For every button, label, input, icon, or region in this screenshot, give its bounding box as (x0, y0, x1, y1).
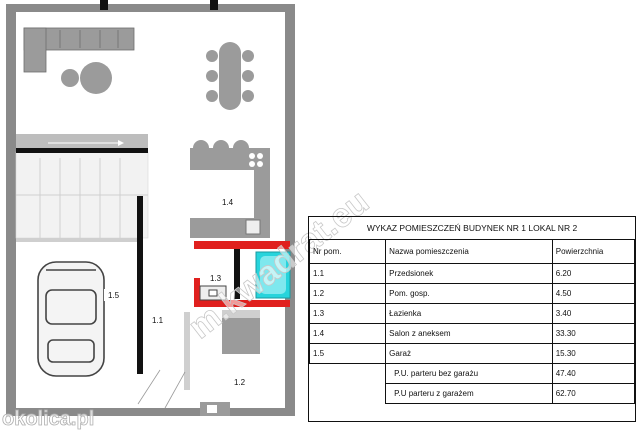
cell-name: Łazienka (385, 302, 553, 324)
summary-area: 47.40 (551, 362, 636, 384)
table-row: 1.1 Przedsionek 6.20 (308, 262, 636, 284)
summary-area: 62.70 (551, 382, 636, 404)
floor-plan: 1.4 1.3 1.5 1.1 1.2 (6, 0, 295, 416)
cell-area: 33.30 (551, 322, 636, 344)
room-label-1-1: 1.1 (152, 316, 164, 325)
dark-wall (234, 249, 240, 299)
window-mark (100, 0, 108, 10)
cabinet (222, 310, 260, 318)
table-title: WYKAZ POMIESZCZEŃ BUDYNEK NR 1 LOKAL NR … (309, 217, 635, 240)
summary-label: P.U parteru z garażem (385, 382, 553, 404)
header-area: Powierzchnia (551, 238, 636, 264)
summary-row: P.U. parteru bez garażu 47.40 (310, 362, 636, 384)
window-mark (210, 0, 218, 10)
outer-walls (6, 4, 295, 416)
summary-row: P.U parteru z garażem 62.70 (310, 382, 636, 404)
cell-nr: 1.3 (308, 302, 387, 324)
cell-area: 3.40 (551, 302, 636, 324)
room-label-1-4: 1.4 (222, 198, 234, 207)
cooktop-icon (249, 153, 263, 167)
cell-nr: 1.2 (308, 282, 387, 304)
sofa (23, 27, 135, 73)
cell-name: Przedsionek (385, 262, 553, 284)
room-label-1-5: 1.5 (108, 291, 120, 300)
red-wall (194, 241, 290, 249)
bar-stools (193, 140, 249, 148)
summary-label: P.U. parteru bez garażu (385, 362, 553, 384)
red-wall (194, 278, 200, 300)
door-swing (164, 371, 186, 409)
garage-wall (16, 238, 140, 242)
counter (222, 318, 260, 354)
room-label-1-3: 1.3 (210, 274, 222, 283)
cell-name: Salon z aneksem (385, 322, 553, 344)
table-row: 1.3 Łazienka 3.40 (308, 302, 636, 324)
header-nr: Nr pom. (308, 238, 387, 264)
table-row: 1.4 Salon z aneksem 33.30 (308, 322, 636, 344)
cell-area: 4.50 (551, 282, 636, 304)
cell-area: 15.30 (551, 342, 636, 364)
header-name: Nazwa pomieszczenia (385, 238, 553, 264)
table-row: 1.5 Garaż 15.30 (308, 342, 636, 364)
dark-wall (137, 196, 143, 374)
cell-name: Garaż (385, 342, 553, 364)
staircase (15, 134, 149, 239)
side-table (61, 69, 79, 87)
sink (245, 219, 261, 235)
cell-nr: 1.1 (308, 262, 387, 284)
cell-area: 6.20 (551, 262, 636, 284)
cell-nr: 1.4 (308, 322, 387, 344)
red-wall (194, 300, 290, 307)
table-row: 1.2 Pom. gosp. 4.50 (308, 282, 636, 304)
car (37, 261, 105, 377)
room-label-1-2: 1.2 (234, 378, 246, 387)
cell-name: Pom. gosp. (385, 282, 553, 304)
coffee-table (80, 62, 112, 94)
room-schedule-table: WYKAZ POMIESZCZEŃ BUDYNEK NR 1 LOKAL NR … (308, 216, 636, 422)
dark-wall (184, 312, 190, 390)
cell-nr: 1.5 (308, 342, 387, 364)
dark-wall (16, 148, 148, 153)
dining-set (206, 42, 254, 110)
